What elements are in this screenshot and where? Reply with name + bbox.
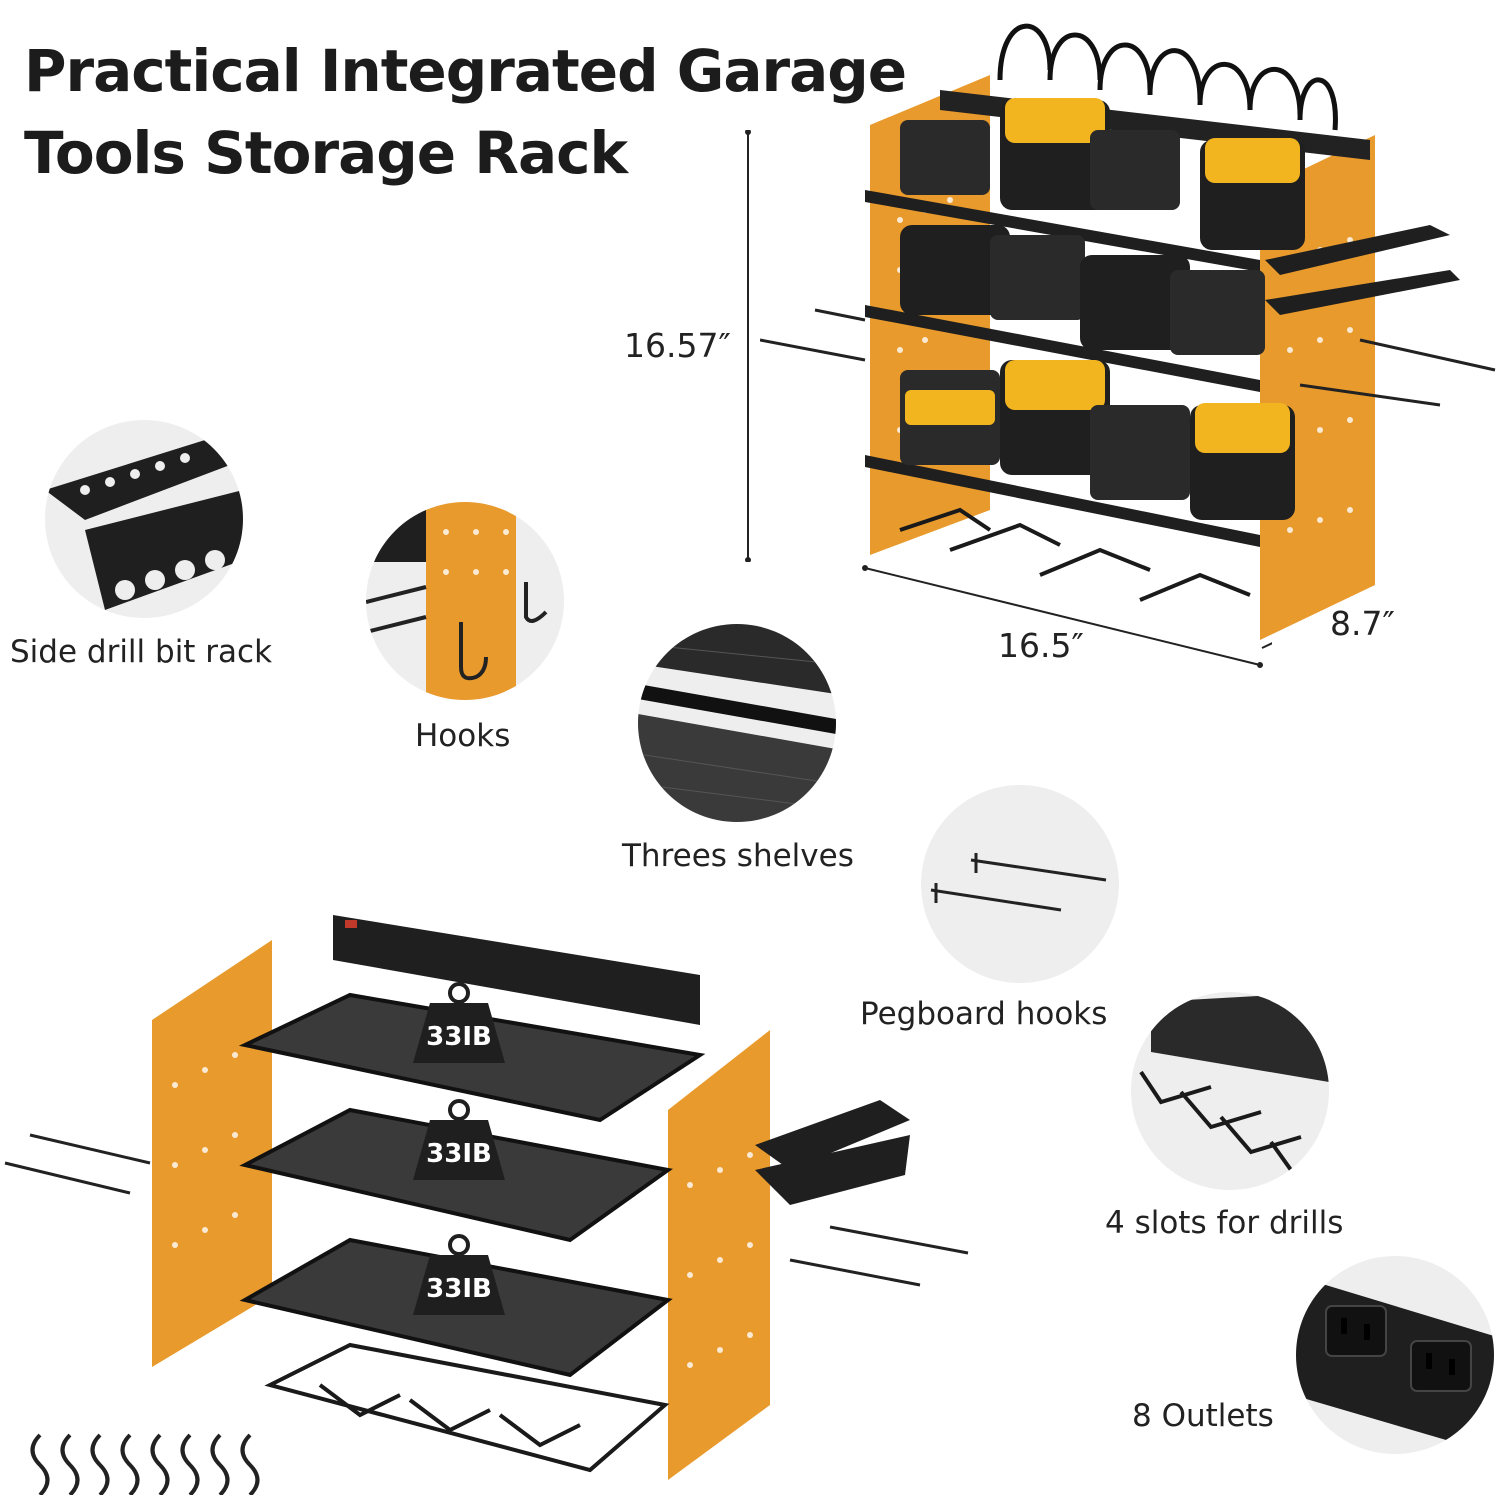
s-hooks (30, 1433, 260, 1495)
shelves-image (638, 624, 836, 822)
assembled-rack-illustration (760, 10, 1499, 660)
feature-label-side-drill-bit-rack: Side drill bit rack (10, 634, 273, 670)
right-side-panel (668, 1030, 770, 1480)
side-drill-bit-rack-image (45, 420, 243, 618)
title-line-1: Practical Integrated Garage (24, 37, 907, 105)
height-dimension-line (745, 130, 753, 562)
drill-slots-image (1131, 992, 1329, 1190)
page-title: Practical Integrated Garage Tools Storag… (24, 30, 924, 194)
weight-badge-2: 33IB (413, 1099, 505, 1180)
title-line-2: Tools Storage Rack (24, 119, 628, 187)
shelf-load-3: 33IB (426, 1274, 492, 1304)
weight-badge-3: 33IB (413, 1234, 505, 1315)
height-dimension: 16.57″ (624, 326, 731, 365)
feature-label-drill-slots: 4 slots for drills (1105, 1205, 1344, 1241)
hooks-image (366, 502, 564, 700)
exploded-view-illustration: 33IB 33IB 33IB (0, 905, 980, 1495)
width-dimension: 16.5″ (998, 626, 1084, 665)
width-dimension-line (862, 560, 1272, 670)
drill-slot-base (264, 1342, 670, 1473)
outlets-image (1296, 1256, 1494, 1454)
shelf-load-2: 33IB (426, 1139, 492, 1169)
weight-badge-1: 33IB (413, 982, 505, 1063)
feature-label-outlets: 8 Outlets (1132, 1398, 1274, 1434)
depth-dimension: 8.7″ (1330, 604, 1395, 643)
pegboard-hooks-image (921, 785, 1119, 983)
left-side-panel (152, 940, 272, 1367)
power-strip (333, 915, 700, 1025)
feature-label-shelves: Threes shelves (622, 838, 854, 874)
feature-label-pegboard-hooks: Pegboard hooks (860, 996, 1108, 1032)
shelf-load-1: 33IB (426, 1022, 492, 1052)
feature-label-hooks: Hooks (415, 718, 511, 754)
